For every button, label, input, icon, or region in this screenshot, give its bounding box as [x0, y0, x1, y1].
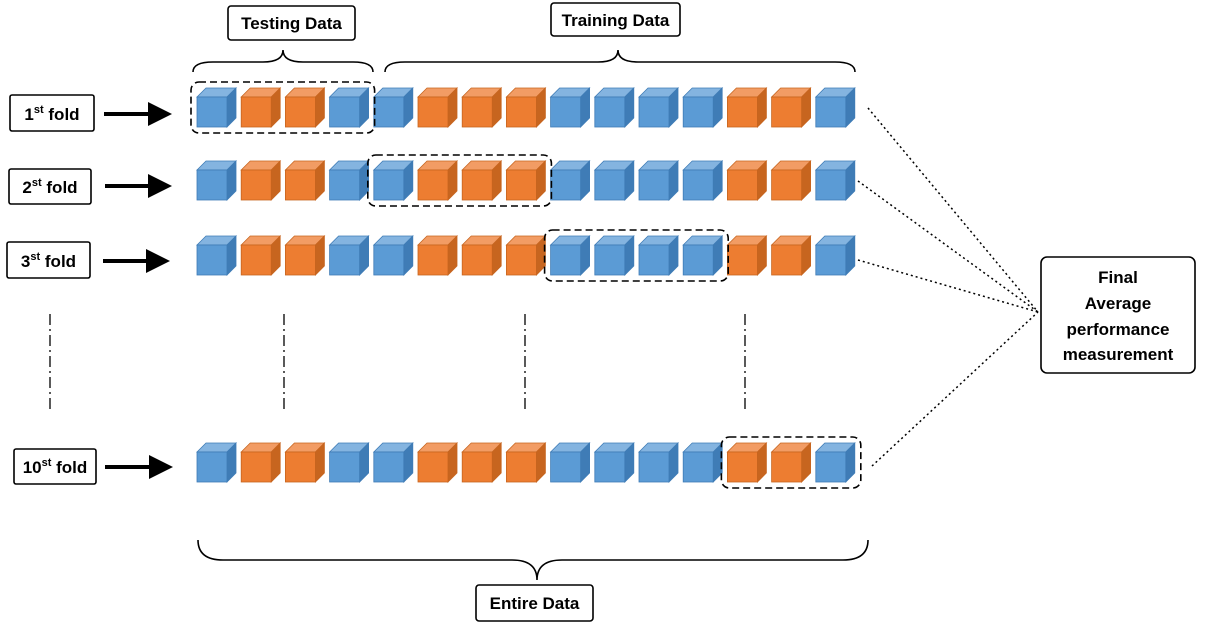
svg-text:Average: Average [1085, 294, 1151, 313]
training-cube [196, 160, 237, 201]
training-cube [549, 160, 591, 201]
ellipsis-lines [49, 314, 746, 410]
testing-cube-orange [770, 235, 812, 276]
testing-cube-orange [770, 87, 812, 128]
cube-rows [190, 81, 862, 489]
fold-label-3: 3st fold [6, 241, 91, 279]
training-cube [682, 442, 724, 483]
testing-cube-orange [284, 160, 326, 201]
training-cube [328, 235, 370, 276]
training-cube [196, 235, 237, 276]
training-data-brace [384, 49, 856, 73]
svg-text:performance: performance [1067, 320, 1170, 339]
training-cube [196, 442, 237, 483]
testing-cube-orange [505, 442, 547, 483]
svg-text:Testing Data: Testing Data [241, 14, 342, 33]
training-cube [372, 235, 414, 276]
entire-data-label: Entire Data [475, 584, 594, 622]
testing-cube-orange [461, 160, 503, 201]
training-cube [593, 235, 635, 276]
training-cube [814, 160, 856, 201]
fold-row-1 [190, 81, 856, 134]
testing-data-label: Testing Data [227, 5, 356, 41]
training-cube [328, 442, 370, 483]
testing-cube-orange [461, 235, 503, 276]
testing-cube-orange [240, 235, 282, 276]
training-cube [682, 235, 724, 276]
training-cube [814, 87, 856, 128]
training-cube [593, 160, 635, 201]
testing-cube-orange [770, 442, 812, 483]
training-cube [638, 87, 679, 128]
testing-cube-orange [726, 160, 768, 201]
test-fold-highlight [366, 154, 553, 207]
testing-cube-orange [505, 87, 547, 128]
testing-cube-orange [240, 160, 282, 201]
fold-row-2 [196, 154, 856, 207]
testing-cube-orange [240, 87, 282, 128]
training-cube [682, 87, 724, 128]
training-cube [372, 160, 414, 201]
testing-cube-orange [461, 87, 503, 128]
training-cube [593, 87, 635, 128]
svg-text:2st fold: 2st fold [22, 177, 77, 197]
svg-text:measurement: measurement [1063, 345, 1174, 364]
training-data-label: Training Data [550, 2, 681, 37]
training-cube [372, 442, 414, 483]
fold-row-3 [196, 229, 856, 282]
testing-cube-orange [726, 87, 768, 128]
training-cube [328, 160, 370, 201]
testing-cube-orange [417, 160, 458, 201]
fold-label-2: 2st fold [8, 168, 92, 205]
testing-cube-orange [284, 87, 326, 128]
test-fold-highlight [543, 229, 729, 282]
training-cube [549, 235, 591, 276]
svg-text:Training Data: Training Data [562, 11, 670, 30]
test-fold-highlight [190, 81, 376, 134]
svg-text:10st fold: 10st fold [23, 457, 88, 477]
final-average-box: Final Average performance measurement [1040, 256, 1196, 374]
training-cube [814, 442, 856, 483]
entire-data-brace [197, 539, 869, 581]
training-cube [682, 160, 724, 201]
fold-label-10: 10st fold [13, 448, 97, 485]
training-cube [638, 160, 679, 201]
testing-cube-orange [284, 442, 326, 483]
testing-cube-orange [505, 235, 547, 276]
testing-cube-orange [240, 442, 282, 483]
testing-cube-orange [284, 235, 326, 276]
svg-text:Entire Data: Entire Data [490, 594, 580, 613]
fold-label-1: 1st fold [9, 94, 95, 132]
svg-text:3st fold: 3st fold [21, 251, 76, 271]
training-cube [549, 87, 591, 128]
testing-cube-orange [505, 160, 547, 201]
training-cube [196, 87, 237, 128]
testing-cube-orange [726, 235, 768, 276]
training-cube [593, 442, 635, 483]
training-cube [638, 442, 679, 483]
testing-cube-orange [461, 442, 503, 483]
testing-data-brace [192, 49, 374, 73]
testing-cube-orange [417, 235, 458, 276]
connector-lines [857, 107, 1039, 467]
testing-cube-orange [417, 442, 458, 483]
svg-text:1st fold: 1st fold [24, 104, 79, 124]
training-cube [638, 235, 679, 276]
training-cube [372, 87, 414, 128]
training-cube [814, 235, 856, 276]
training-cube [549, 442, 591, 483]
testing-cube-orange [417, 87, 458, 128]
training-cube [328, 87, 370, 128]
test-fold-highlight [720, 436, 862, 489]
testing-cube-orange [726, 442, 768, 483]
svg-text:Final: Final [1098, 268, 1138, 287]
testing-cube-orange [770, 160, 812, 201]
fold-row-10 [196, 436, 862, 489]
